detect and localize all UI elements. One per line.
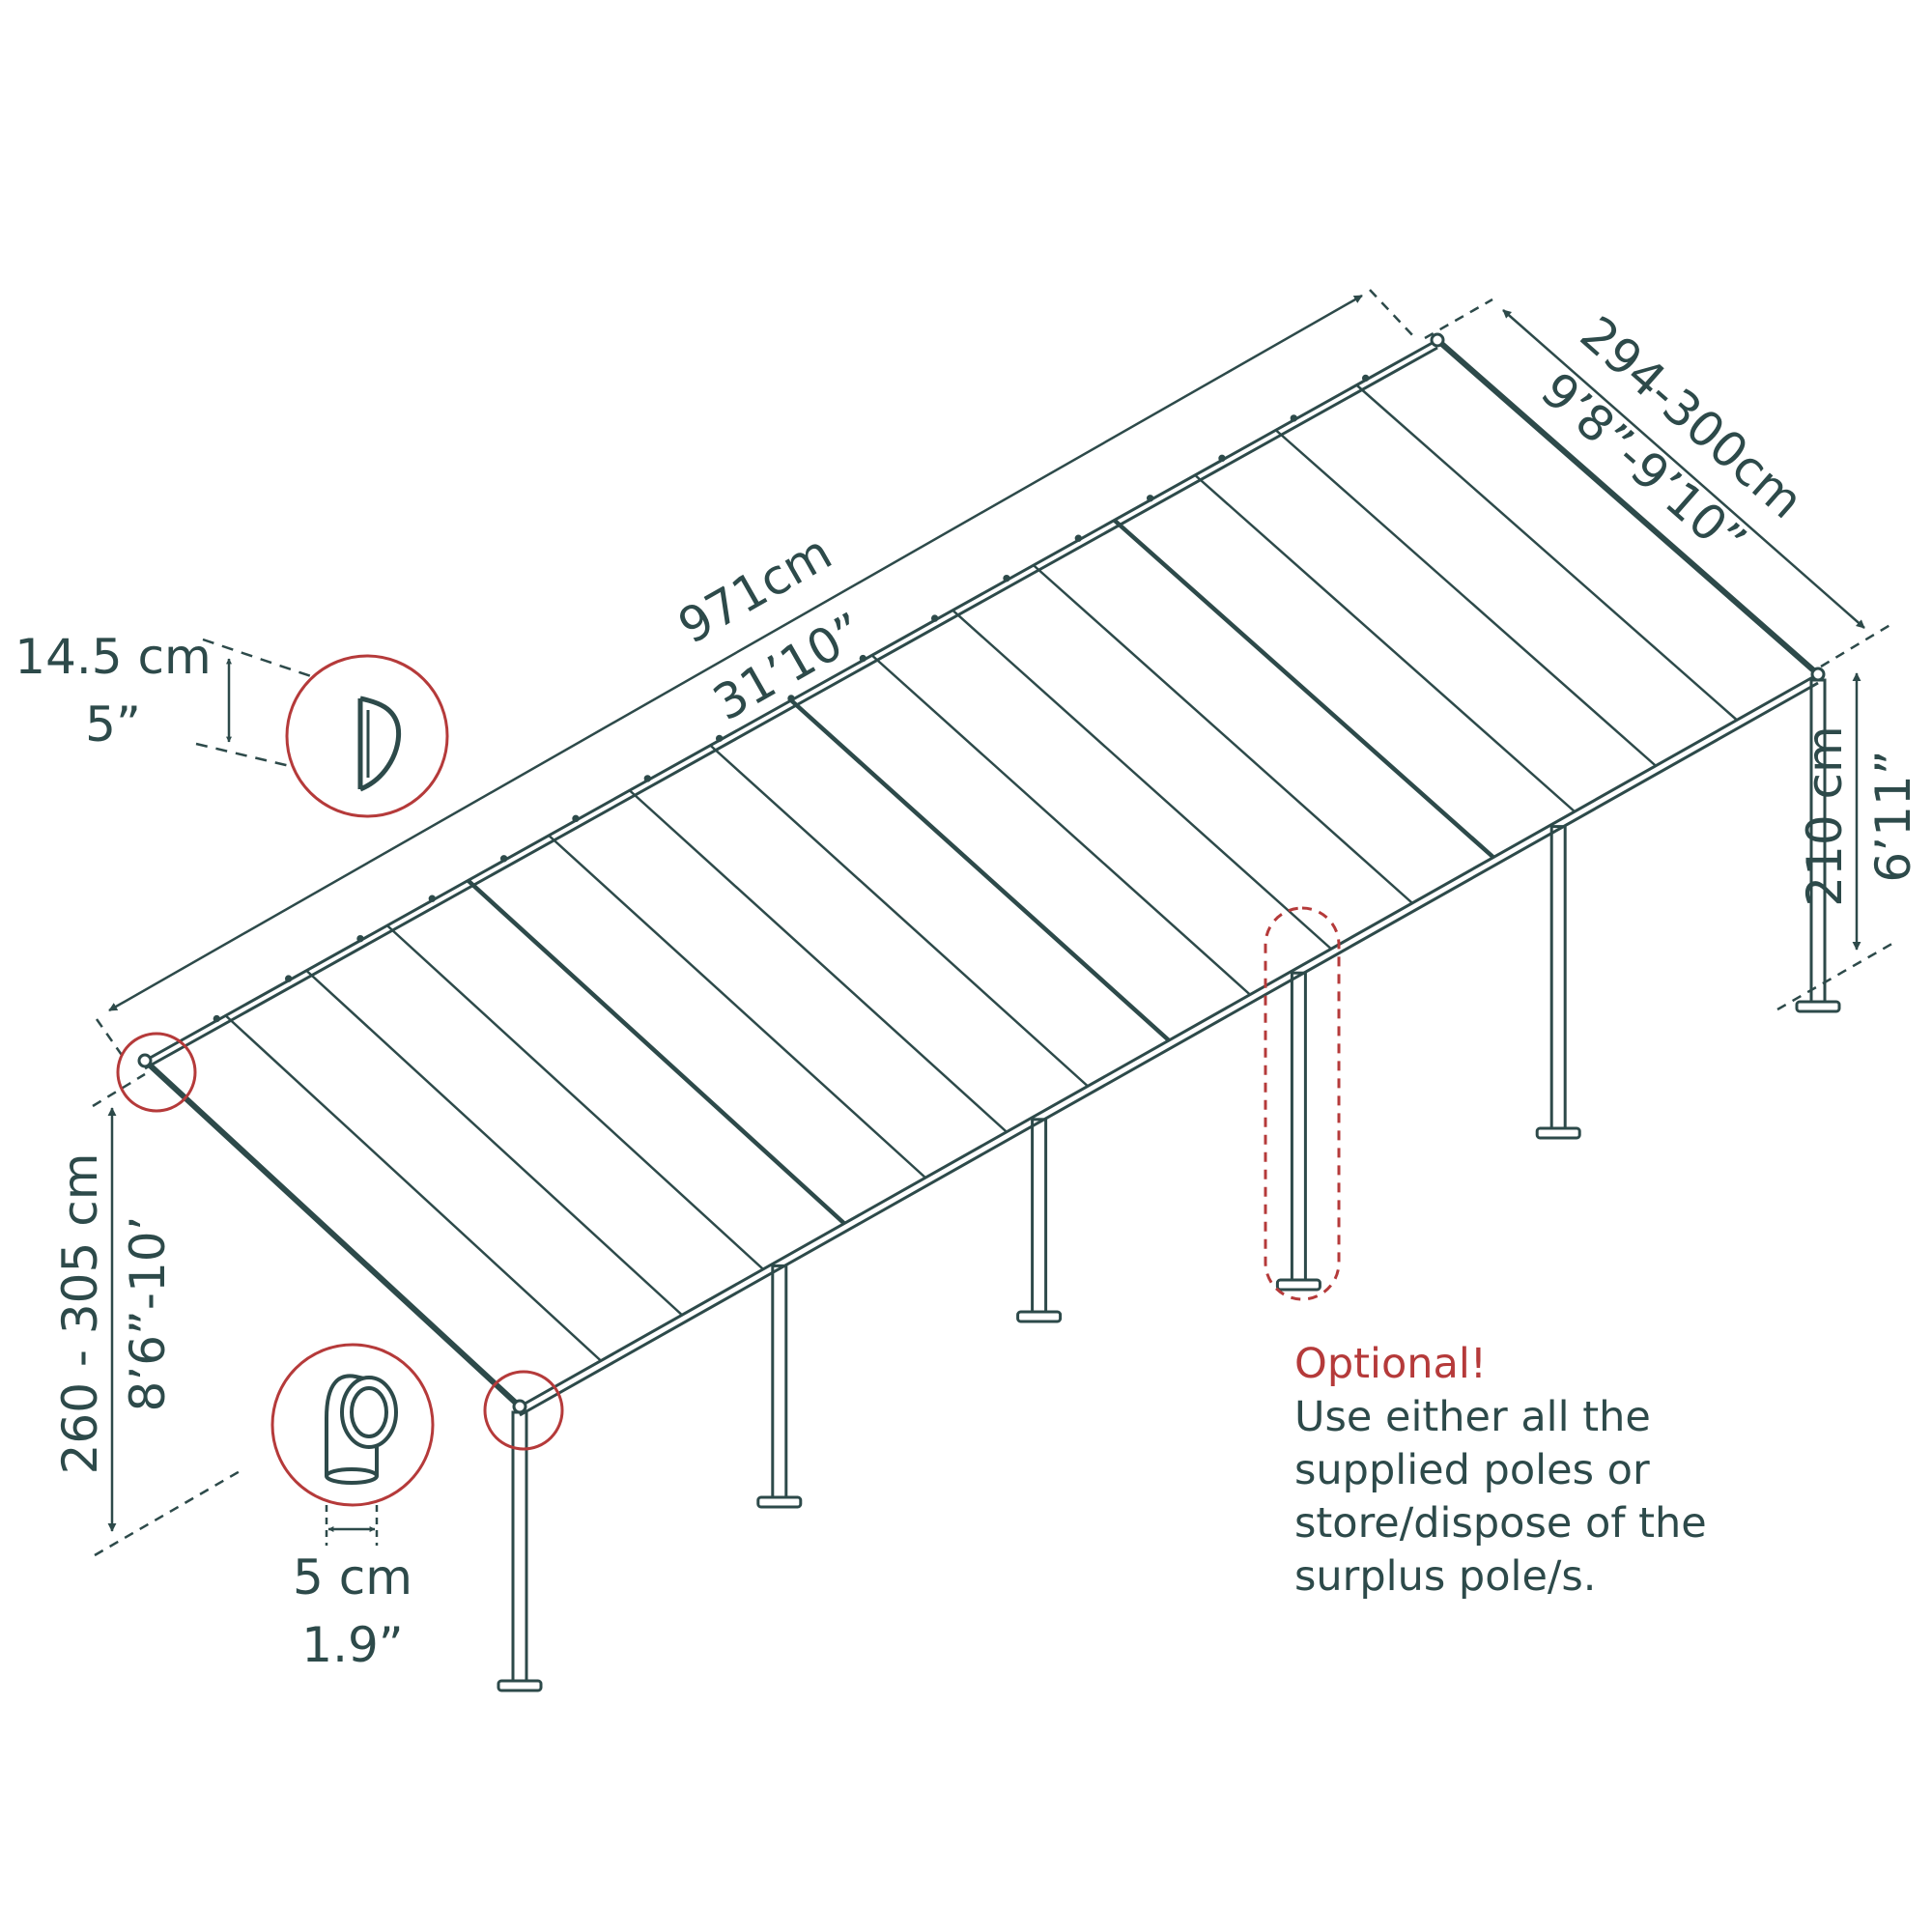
roof-panel-divider [224,1014,602,1362]
roof-panel-divider [305,969,683,1317]
pole-metric-label: 5 cm [293,1549,412,1605]
dimension-lines [92,289,1896,1557]
wall-fixing-dot [715,734,724,743]
pole-base-plate [497,1679,543,1692]
pole-base-plate [1795,1000,1841,1013]
corner-detail-circle-bottom [483,1370,564,1451]
gutter-ext-top [202,638,360,695]
support-pole [497,1410,543,1692]
wall-fixing-dot [1290,414,1298,422]
corner-cap [1430,332,1445,348]
note-line-4: surplus pole/s. [1294,1552,1597,1601]
back-height-imperial-label: 6’11” [1865,750,1921,882]
pole-base-plate [1535,1126,1581,1140]
pole-base-plate [1016,1310,1063,1323]
depth-ext-bottom [1820,621,1894,668]
gutter-profile-icon [357,696,402,792]
length-ext-left [95,1018,126,1059]
back-height-ext-bottom [1776,940,1896,1011]
wall-fixing-dot [1146,495,1154,502]
wall-fixing-dot [428,895,437,902]
wall-fixing-dot [356,934,364,943]
wall-fixing-dot [1361,374,1370,383]
support-pole [1275,971,1321,1292]
front-height-imperial-label: 8’6”-10’ [120,1216,176,1412]
note-title: Optional! [1294,1340,1488,1388]
length-ext-right [1369,289,1416,339]
optional-pole-note: Optional! Use either all the supplied po… [1294,1338,1913,1604]
pole-base-plate [756,1495,803,1509]
front-gutter-lower [519,681,1819,1417]
note-line-3: store/dispose of the [1294,1499,1707,1548]
corner-detail-circle-top [116,1032,197,1113]
roof-structure [137,332,1826,1417]
front-gutter [519,672,1819,1408]
pole-shaft [1549,825,1567,1130]
wall-fixing-dot [284,975,293,982]
support-poles [497,678,1841,1692]
pole-bracket-icon [325,1374,398,1485]
note-line-1: Use either all the [1294,1393,1651,1441]
note-line-2: supplied poles or [1294,1446,1650,1494]
gutter-imperial-label: 5” [85,696,141,753]
support-pole [756,1264,803,1509]
length-dimension-line [108,294,1363,1012]
gutter-metric-label: 14.5 cm [14,629,211,685]
pole-shaft [1290,971,1307,1282]
optional-pole-highlight [1264,906,1341,1301]
wall-fixing-dot [213,1014,221,1023]
pole-base-plate [1275,1278,1321,1292]
gutter-ext-bottom [195,742,360,784]
front-height-metric-label: 260 - 305 cm [52,1153,108,1475]
depth-ext-top [1424,298,1493,340]
pole-shaft [771,1264,788,1499]
wall-fixing-dot [643,775,652,782]
front-height-ext-bottom [94,1468,242,1557]
side-rafter-left [142,1058,523,1409]
corner-cap [512,1399,527,1414]
wall-fixing-dot [1074,534,1083,542]
wall-fixing-dot [930,614,939,622]
wall-fixing-dot [1218,454,1226,463]
pole-imperial-label: 1.9” [301,1617,403,1673]
pole-shaft [1031,1118,1048,1314]
support-pole [1535,825,1581,1140]
support-pole [1016,1118,1063,1323]
pole-shaft [511,1410,528,1683]
back-height-metric-label: 210 cm [1797,725,1853,907]
corner-cap [1810,667,1826,682]
wall-fixing-dot [572,814,580,823]
wall-fixing-dot [499,855,508,863]
corner-cap [137,1053,153,1068]
detail-callouts [116,654,1341,1507]
wall-fixing-dot [1003,574,1010,582]
depth-dimension-line [1502,309,1865,629]
